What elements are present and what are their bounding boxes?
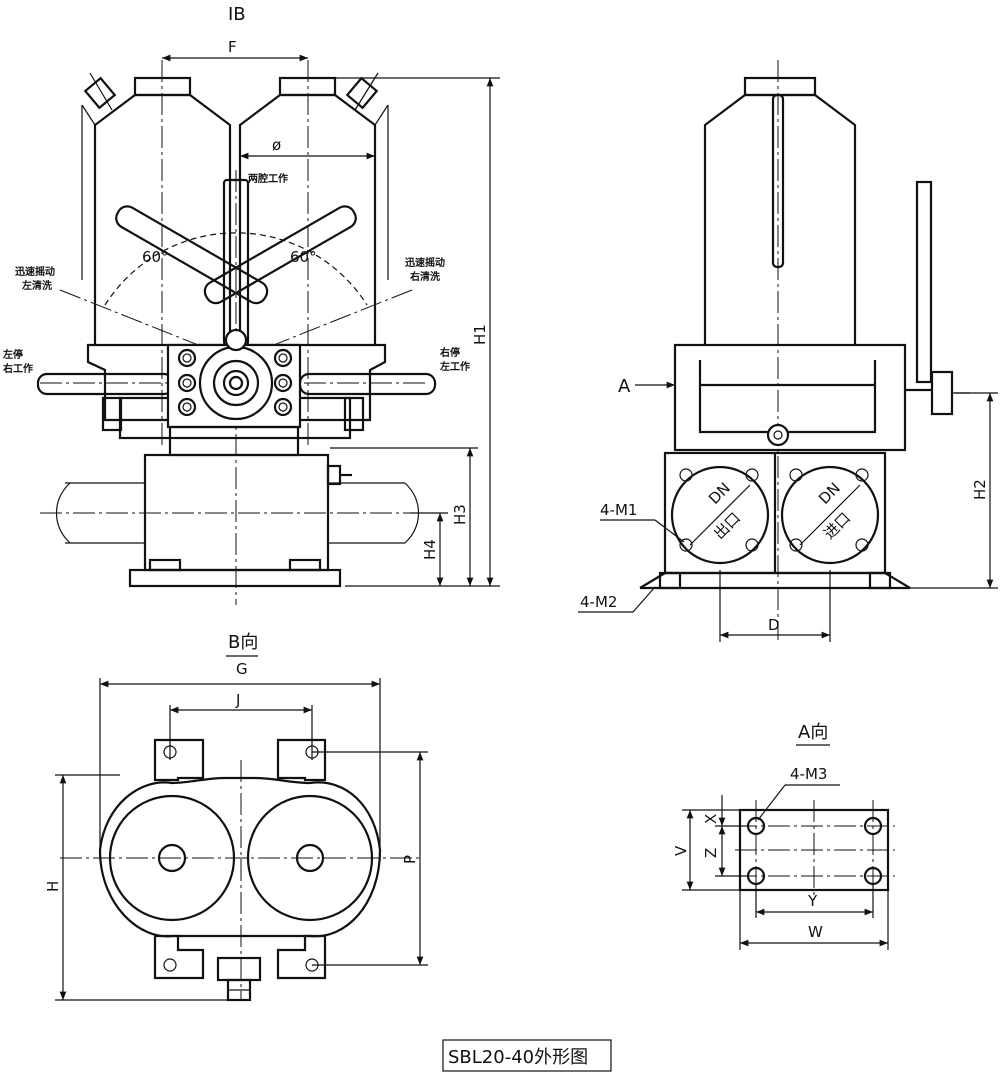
dim-d-label: D <box>768 616 780 634</box>
label-4-m2: 4-M2 <box>580 593 617 611</box>
dim-z-label: Z <box>702 848 720 858</box>
marker-a: A <box>618 376 631 397</box>
dim-h4-label: H4 <box>421 539 439 560</box>
dn-right-label: DN <box>815 479 844 508</box>
inlet-label: 进口 <box>820 509 854 543</box>
label-fast-right-2: 右清洗 <box>409 270 440 283</box>
dim-h1-label: H1 <box>471 324 489 345</box>
dim-w-label: W <box>808 923 823 941</box>
dim-v-label: V <box>672 845 690 856</box>
dim-f-label: F <box>228 38 237 56</box>
a-view-title: A向 <box>798 722 828 743</box>
label-stop-right-1: 右停 <box>439 346 460 359</box>
label-4-m3: 4-M3 <box>790 765 827 783</box>
valve-bolts <box>177 348 293 417</box>
dim-h3-label: H3 <box>451 504 469 525</box>
dim-p-label: P <box>401 855 419 864</box>
outlet-label: 出口 <box>710 509 744 543</box>
label-both-chambers: 两腔工作 <box>248 172 288 185</box>
top-view: B向 G J H <box>44 632 428 1002</box>
dim-phi-label: ø <box>272 136 281 154</box>
label-fast-left-2: 左清洗 <box>21 279 52 292</box>
drawing-caption: SBL20-40外形图 <box>448 1047 588 1068</box>
front-view: F IB ø 两腔工作 60° 60° 迅速摇动 左清洗 迅速摇动 右清洗 左停… <box>2 4 500 605</box>
caption-box: SBL20-40外形图 <box>442 1039 612 1072</box>
side-view: A DN 出口 DN 进口 4-M1 4-M2 D <box>578 60 998 642</box>
top-view-title: B向 <box>228 632 258 653</box>
angle-left-label: 60° <box>142 248 169 266</box>
dim-g-label: G <box>236 660 248 678</box>
a-view: A向 4-M3 V X Z Y <box>672 722 895 950</box>
dim-j-label: J <box>235 691 240 709</box>
dim-h-label: H <box>44 881 62 892</box>
dim-y-label: Y <box>807 892 818 910</box>
flange-bolts <box>679 468 869 552</box>
dim-h2-label: H2 <box>971 479 989 500</box>
left-canister <box>81 72 232 345</box>
label-stop-left-1: 左停 <box>2 348 23 361</box>
label-stop-right-2: 左工作 <box>439 360 470 373</box>
label-fast-right-1: 迅速摇动 <box>405 256 445 269</box>
label-stop-left-2: 右工作 <box>2 362 33 375</box>
view-marker-ib: IB <box>228 4 246 25</box>
label-4-m1: 4-M1 <box>600 501 637 519</box>
dim-x-label: X <box>702 814 720 824</box>
angle-right-label: 60° <box>290 248 317 266</box>
label-fast-left-1: 迅速摇动 <box>15 265 55 278</box>
dn-left-label: DN <box>705 479 734 508</box>
